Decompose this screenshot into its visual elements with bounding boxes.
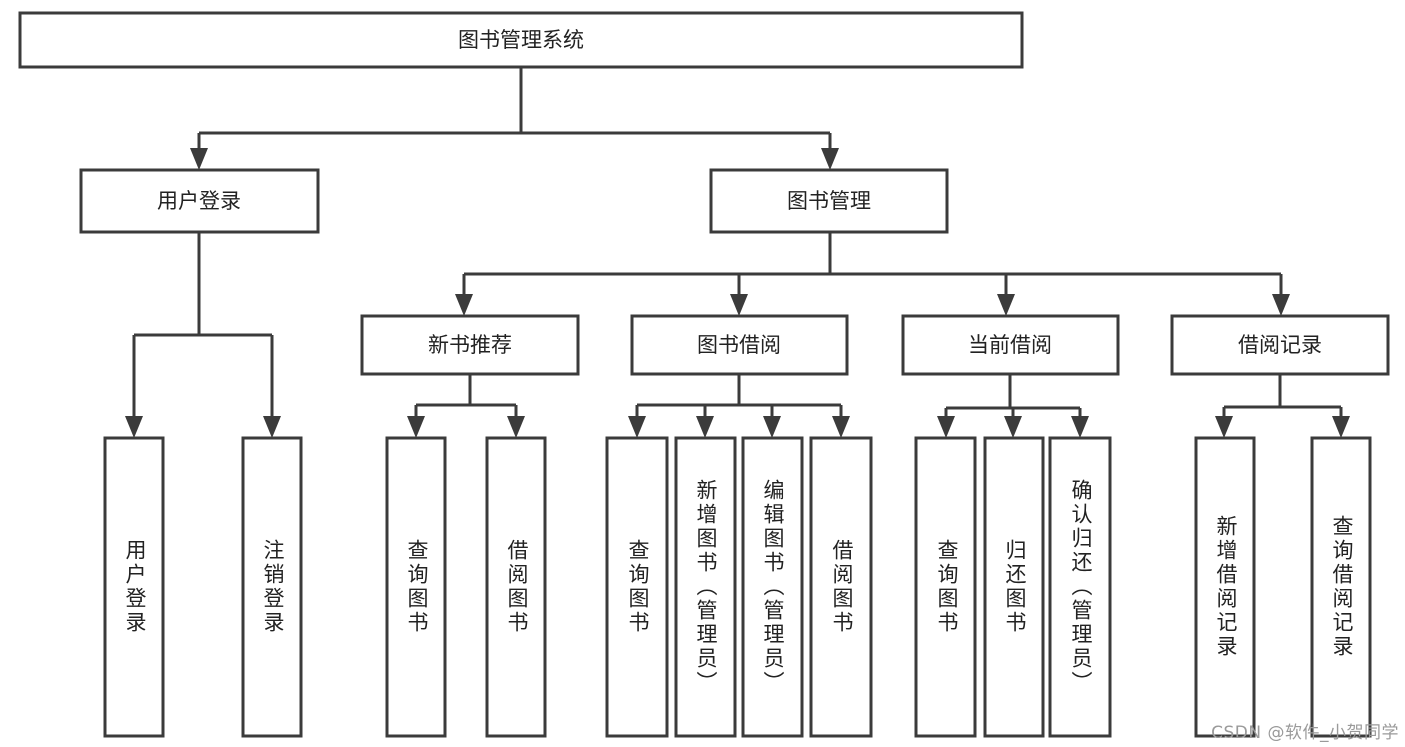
arrowhead-to-leaf-6 [696,416,714,438]
node-leaf-query-borrow-record-box[interactable] [1310,436,1372,738]
node-borrow-record-box[interactable] [1170,314,1390,376]
node-current-borrow-box[interactable] [901,314,1120,376]
arrowhead-to-leaf-4 [507,416,525,438]
node-user-login-label: 用户登录 [157,189,241,213]
node-borrow-record[interactable]: 借阅记录 [1170,314,1390,376]
arrowhead-to-borrow-record [1272,294,1290,316]
node-book-manage[interactable]: 图书管理 [709,168,949,234]
node-leaf-add-book-admin-label: 新增图书（管理员） [694,479,718,695]
node-leaf-confirm-return-admin-label: 确认归还（管理员） [1069,479,1093,695]
node-borrow-record-label: 借阅记录 [1238,333,1322,357]
node-leaf-logout[interactable]: 注销登录 [241,436,303,738]
arrowhead-to-new-book [455,294,473,316]
arrowhead-to-leaf-5 [628,416,646,438]
node-leaf-borrow-book-2-label: 借阅图书 [830,539,854,635]
arrowhead-to-leaf-2 [263,416,281,438]
node-new-book-recommend-label: 新书推荐 [428,333,512,357]
node-leaf-edit-book-admin-box[interactable] [741,436,804,738]
arrowhead-to-book-borrow [730,294,748,316]
node-leaf-borrow-book-2[interactable]: 借阅图书 [809,436,873,738]
node-new-book-recommend[interactable]: 新书推荐 [360,314,580,376]
node-leaf-borrow-book-1-box[interactable] [485,436,547,738]
node-leaf-query-book-1-box[interactable] [385,436,447,738]
node-leaf-add-borrow-record-label: 新增借阅记录 [1214,515,1238,659]
node-leaf-add-borrow-record-box[interactable] [1194,436,1256,738]
node-book-borrow[interactable]: 图书借阅 [630,314,849,376]
arrowhead-to-leaf-8 [832,416,850,438]
node-user-login-box[interactable] [79,168,320,234]
node-leaf-add-book-admin[interactable]: 新增图书（管理员） [674,436,737,738]
node-book-manage-box[interactable] [709,168,949,234]
arrowhead-to-leaf-13 [1332,416,1350,438]
node-leaf-logout-box[interactable] [241,436,303,738]
node-leaf-query-book-3[interactable]: 查询图书 [914,436,977,738]
arrowhead-to-leaf-11 [1071,416,1089,438]
arrowhead-to-leaf-1 [125,416,143,438]
node-root-box[interactable] [18,11,1024,69]
node-leaf-query-book-1-label: 查询图书 [405,539,429,635]
node-book-manage-label: 图书管理 [787,189,871,213]
node-leaf-query-book-1[interactable]: 查询图书 [385,436,447,738]
node-leaf-borrow-book-1[interactable]: 借阅图书 [485,436,547,738]
node-leaf-add-borrow-record[interactable]: 新增借阅记录 [1194,436,1256,738]
node-leaf-query-book-2[interactable]: 查询图书 [605,436,669,738]
node-leaf-add-book-admin-box[interactable] [674,436,737,738]
node-user-login[interactable]: 用户登录 [79,168,320,234]
node-root-label: 图书管理系统 [458,28,584,52]
node-leaf-confirm-return-admin-box[interactable] [1048,436,1112,738]
node-leaf-user-login-box[interactable] [103,436,165,738]
arrowhead-to-book-manage [821,148,839,170]
node-leaf-borrow-book-1-label: 借阅图书 [505,539,529,635]
arrowhead-to-user-login [190,148,208,170]
node-leaf-query-borrow-record[interactable]: 查询借阅记录 [1310,436,1372,738]
node-leaf-edit-book-admin[interactable]: 编辑图书（管理员） [741,436,804,738]
node-leaf-return-book[interactable]: 归还图书 [983,436,1045,738]
node-current-borrow-label: 当前借阅 [968,333,1052,357]
arrowhead-to-leaf-3 [407,416,425,438]
node-leaf-return-book-label: 归还图书 [1003,539,1027,635]
arrowhead-to-leaf-7 [763,416,781,438]
node-leaf-logout-label: 注销登录 [261,539,285,635]
arrowhead-to-leaf-9 [937,416,955,438]
node-book-borrow-label: 图书借阅 [697,333,781,357]
node-leaf-query-book-2-label: 查询图书 [626,539,650,635]
node-leaf-edit-book-admin-label: 编辑图书（管理员） [761,479,785,695]
node-leaf-user-login-label: 用户登录 [123,539,147,635]
node-leaf-return-book-box[interactable] [983,436,1045,738]
arrowhead-to-current-borrow [997,294,1015,316]
node-new-book-recommend-box[interactable] [360,314,580,376]
node-leaf-user-login[interactable]: 用户登录 [103,436,165,738]
node-leaf-query-borrow-record-label: 查询借阅记录 [1330,515,1354,659]
node-current-borrow[interactable]: 当前借阅 [901,314,1120,376]
node-leaf-borrow-book-2-box[interactable] [809,436,873,738]
arrowhead-to-leaf-12 [1215,416,1233,438]
node-book-borrow-box[interactable] [630,314,849,376]
node-root[interactable]: 图书管理系统 [18,11,1024,69]
node-leaf-query-book-2-box[interactable] [605,436,669,738]
arrowheads-layer [125,148,1350,438]
node-leaf-confirm-return-admin[interactable]: 确认归还（管理员） [1048,436,1112,738]
node-leaf-query-book-3-box[interactable] [914,436,977,738]
arrowhead-to-leaf-10 [1004,416,1022,438]
node-leaf-query-book-3-label: 查询图书 [935,539,959,635]
